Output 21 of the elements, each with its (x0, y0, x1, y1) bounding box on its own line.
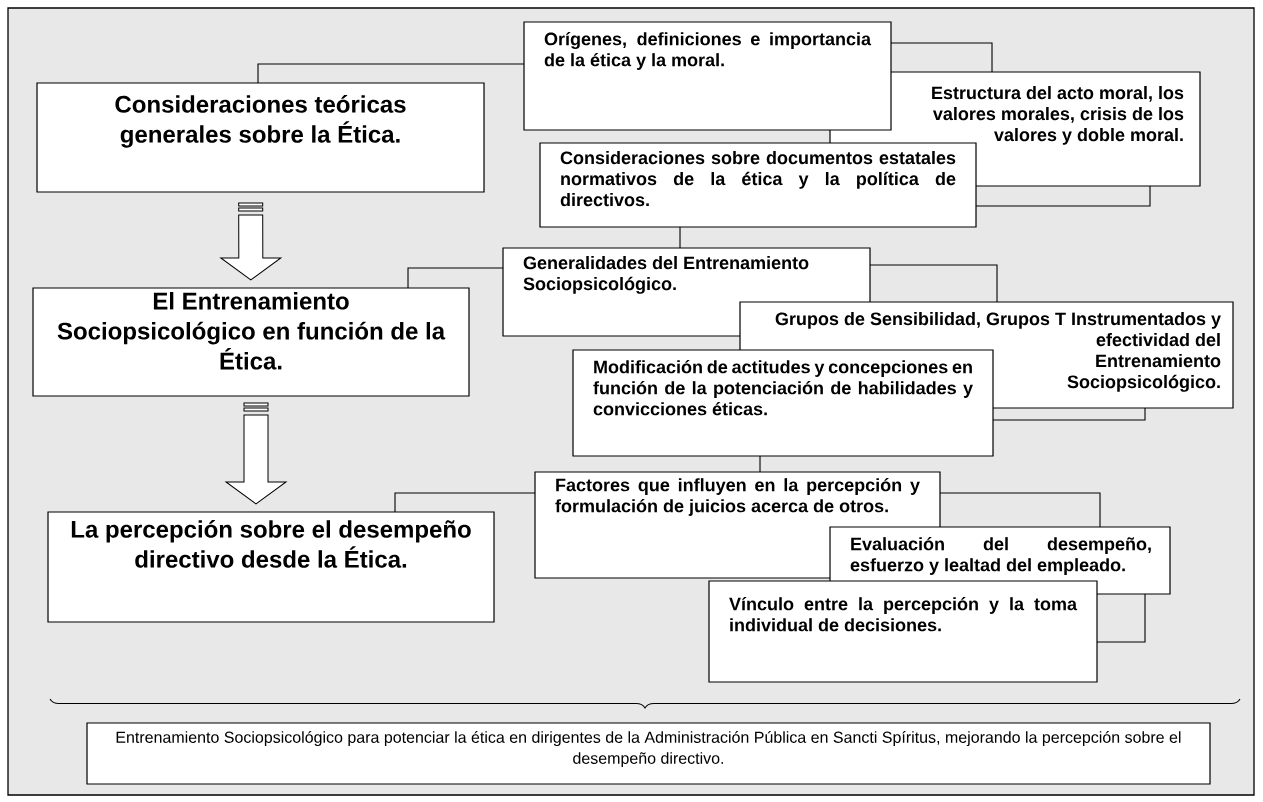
connector-line (1096, 593, 1146, 643)
connector-line (992, 407, 1146, 421)
text-box: Consideraciones sobre documentos estatales normativos de la ética y la política de directivos. (539, 142, 977, 228)
text-box: Modificación de actitudes y concepciones en función de la potenciación de habilidades y convicciones éticas. (572, 349, 994, 457)
text-box: Vínculo entre la percepción y la toma individual de decisiones. (708, 580, 1098, 683)
connector-line (257, 63, 525, 84)
connector-line (869, 264, 998, 303)
connector-line (407, 267, 504, 289)
text-box: Orígenes, definiciones e importancia de la ética y la moral. (523, 21, 892, 131)
block-arrow (220, 202, 282, 281)
text-box: Consideraciones teóricas generales sobre la Ética. (36, 82, 485, 193)
connector-line (394, 492, 536, 513)
connector-line (679, 226, 681, 249)
block-arrow (225, 402, 287, 505)
text-box: La percepción sobre el desempeño directivo desde la Ética. (47, 511, 495, 623)
connector-line (939, 492, 1101, 528)
connector-line (890, 42, 993, 73)
connector-line (975, 185, 1151, 207)
text-box: Entrenamiento Sociopsicológico para potenciar la ética en dirigentes de la Administración Pública en Sancti Spíritus, mejorando la percepción sobre el desempeño directivo. (86, 722, 1211, 785)
connector-line (759, 455, 761, 473)
text-box: El Entrenamiento Sociopsicológico en función de la Ética. (32, 287, 470, 397)
